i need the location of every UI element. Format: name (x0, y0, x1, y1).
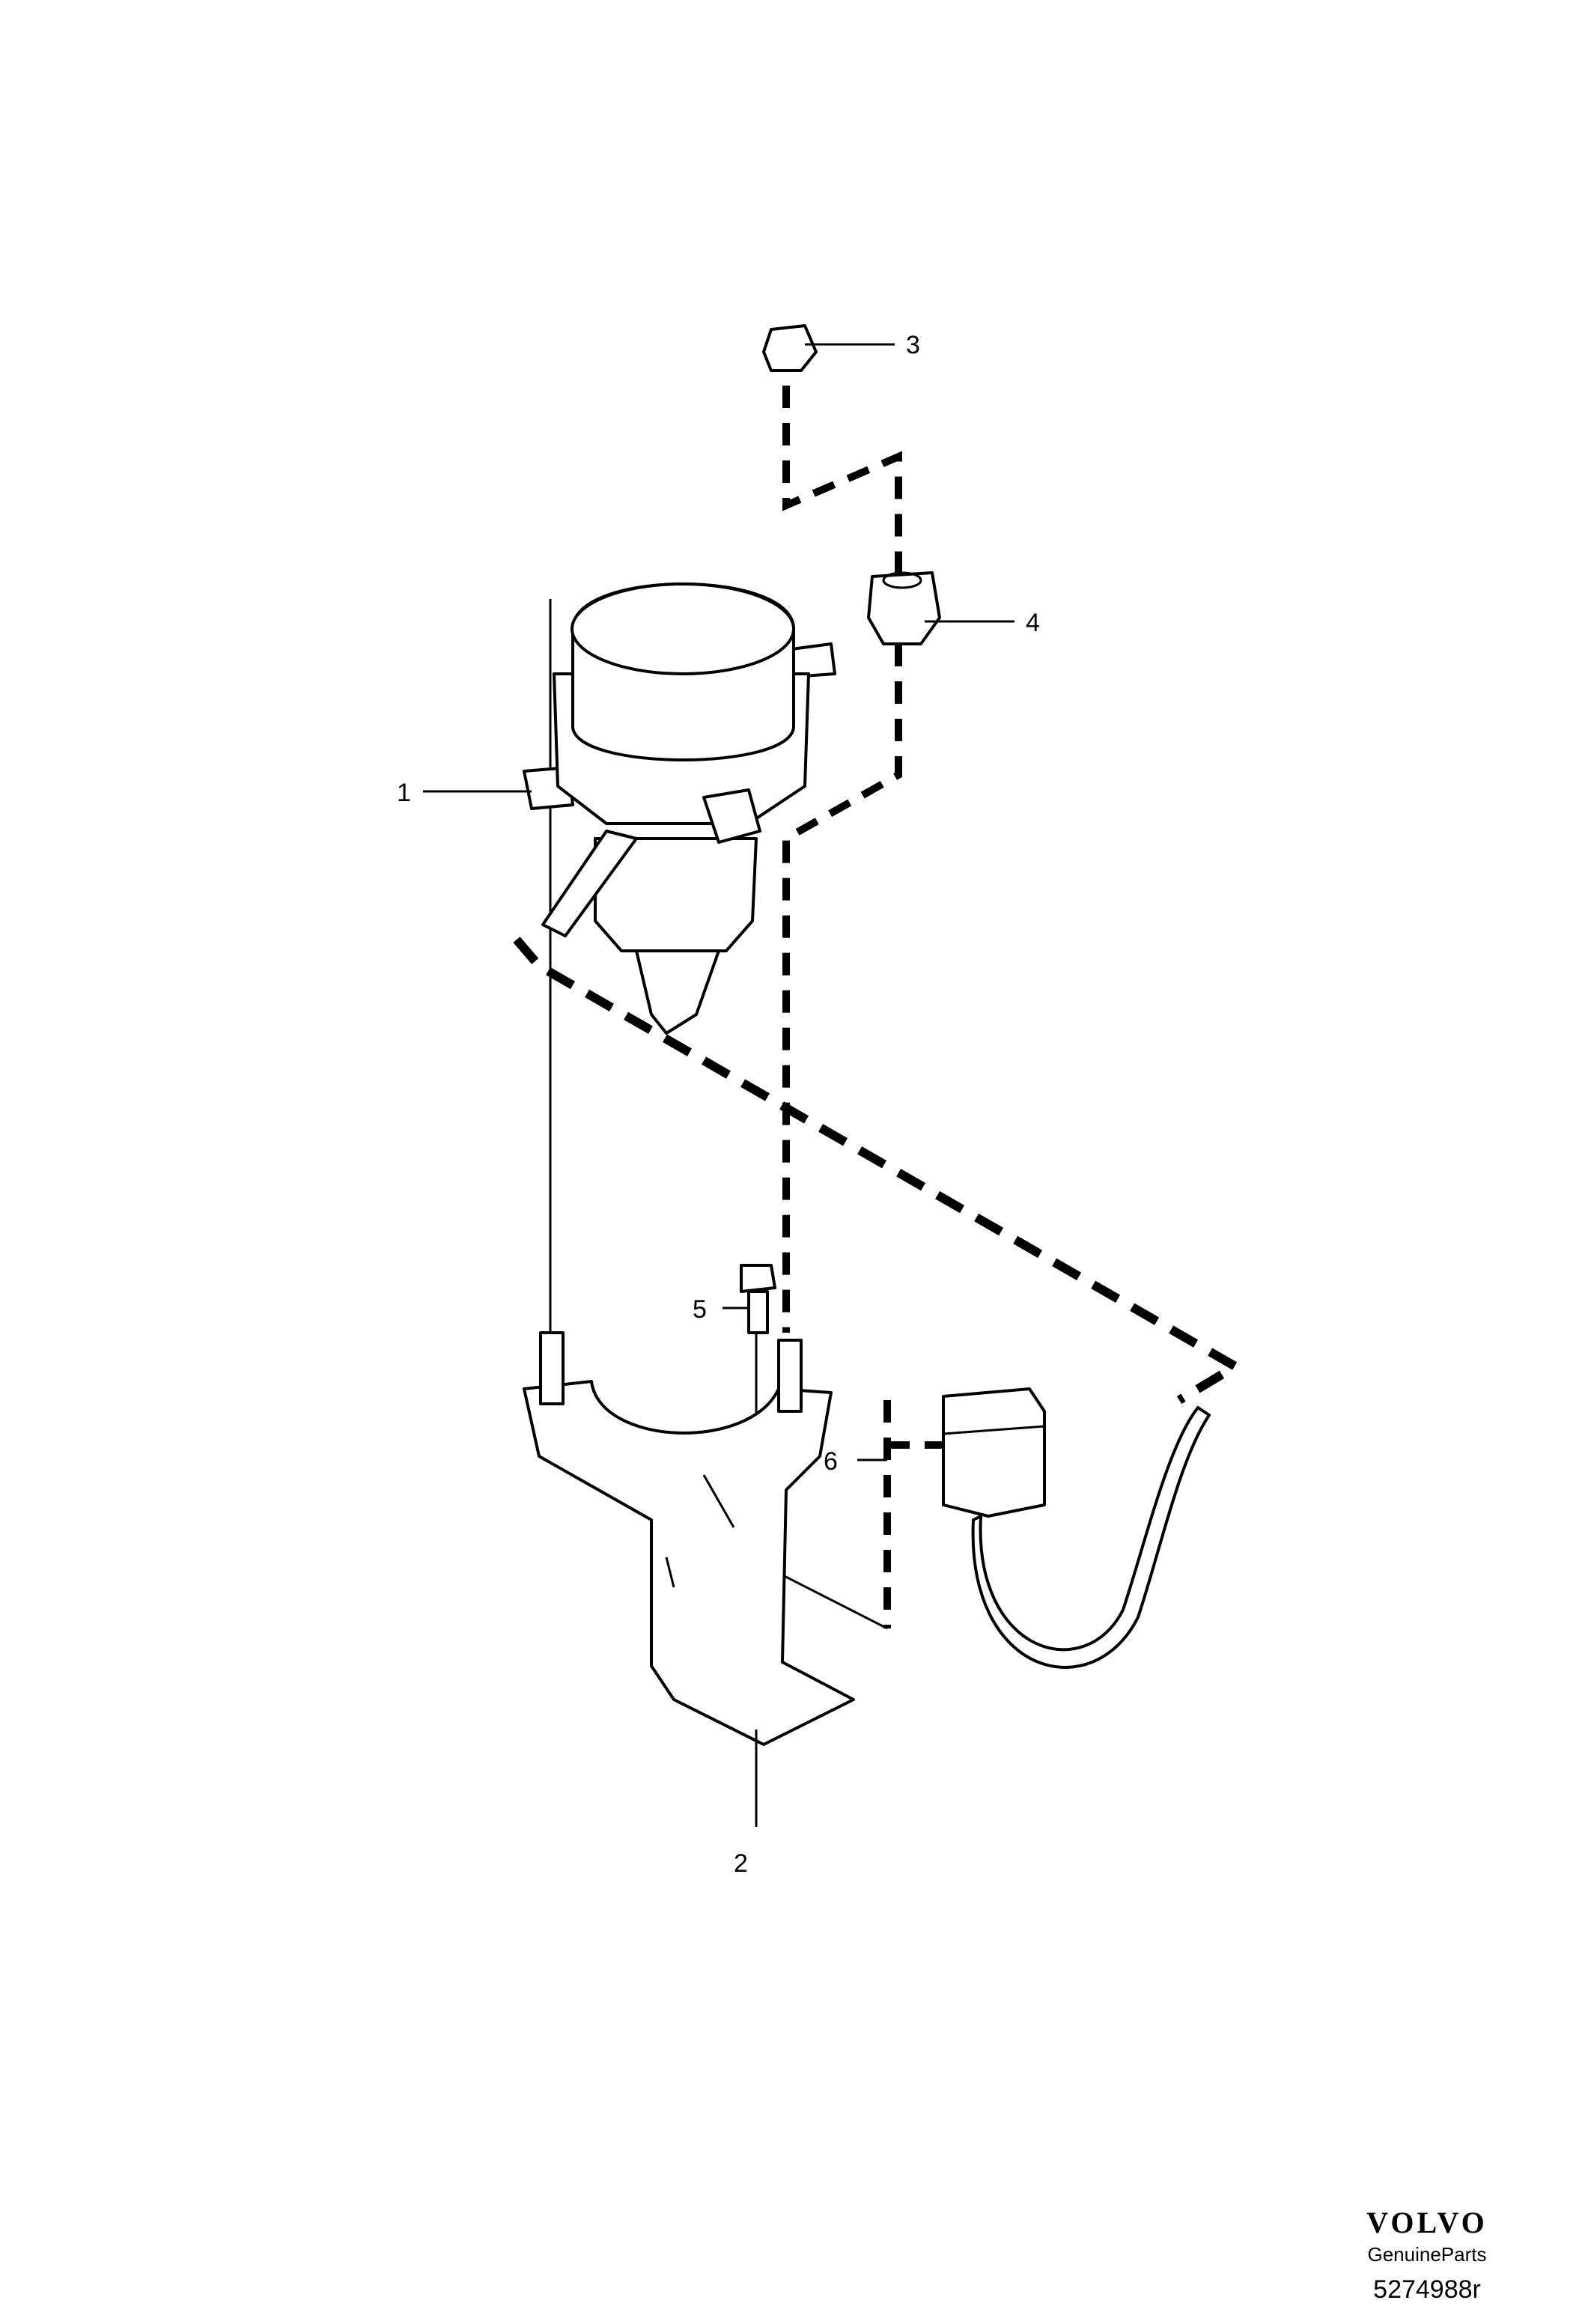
callout-2: 2 (734, 1849, 748, 1878)
callout-leaders (423, 343, 1014, 1827)
brand-subtitle: GenuineParts (1367, 2243, 1487, 2266)
mounting-studs (539, 1331, 803, 1413)
flange-nut (762, 324, 818, 372)
rubber-grommet (867, 571, 941, 645)
diagram-reference-number: 5274988r (1373, 2275, 1481, 2304)
brand-block: VOLVO GenuineParts 5274988r (1341, 2205, 1513, 2307)
callout-6: 6 (824, 1447, 838, 1476)
hex-bolt (740, 1264, 776, 1334)
callout-1: 1 (397, 779, 411, 807)
electrical-connector (942, 1387, 1211, 1669)
mounting-bracket (523, 1380, 855, 1746)
callout-3: 3 (906, 331, 920, 359)
callout-4: 4 (1026, 609, 1040, 637)
callout-5: 5 (693, 1295, 707, 1324)
volvo-logo: VOLVO (1366, 2206, 1488, 2239)
vacuum-pump (523, 582, 836, 1035)
